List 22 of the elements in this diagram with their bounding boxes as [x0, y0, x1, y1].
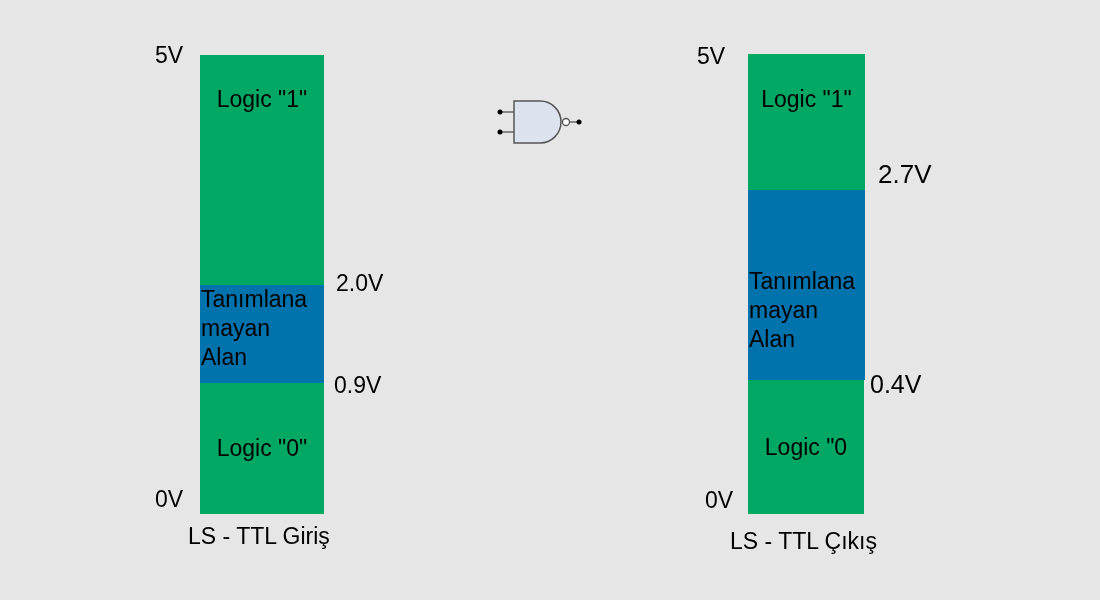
band-label: Tanımlana mayan Alan [749, 267, 856, 354]
undefined-region-band [200, 285, 324, 383]
logic-level-band [200, 383, 324, 514]
voltage-label: 5V [155, 42, 184, 68]
voltage-label: 2.0V [336, 270, 384, 296]
voltage-label: 0V [155, 486, 184, 512]
voltage-label: 2.7V [878, 159, 932, 189]
logic-level-band [748, 54, 865, 190]
logic-level-band [200, 55, 324, 285]
band-label: Logic "1" [216, 85, 308, 114]
logic-level-band [748, 380, 864, 514]
band-label: Logic "1" [761, 85, 852, 114]
band-label: Logic "0 [764, 432, 848, 462]
band-label: Logic "0" [216, 434, 308, 463]
undefined-region-band [748, 190, 865, 380]
band-label: Tanımlana mayan Alan [201, 285, 308, 372]
voltage-label: 0.4V [870, 370, 922, 399]
voltage-label: 5V [697, 43, 726, 69]
voltage-label: 0.9V [334, 372, 382, 398]
bar-caption: LS - TTL Giriş [188, 523, 330, 549]
voltage-label: 0V [705, 487, 734, 513]
bar-caption: LS - TTL Çıkış [730, 528, 877, 554]
